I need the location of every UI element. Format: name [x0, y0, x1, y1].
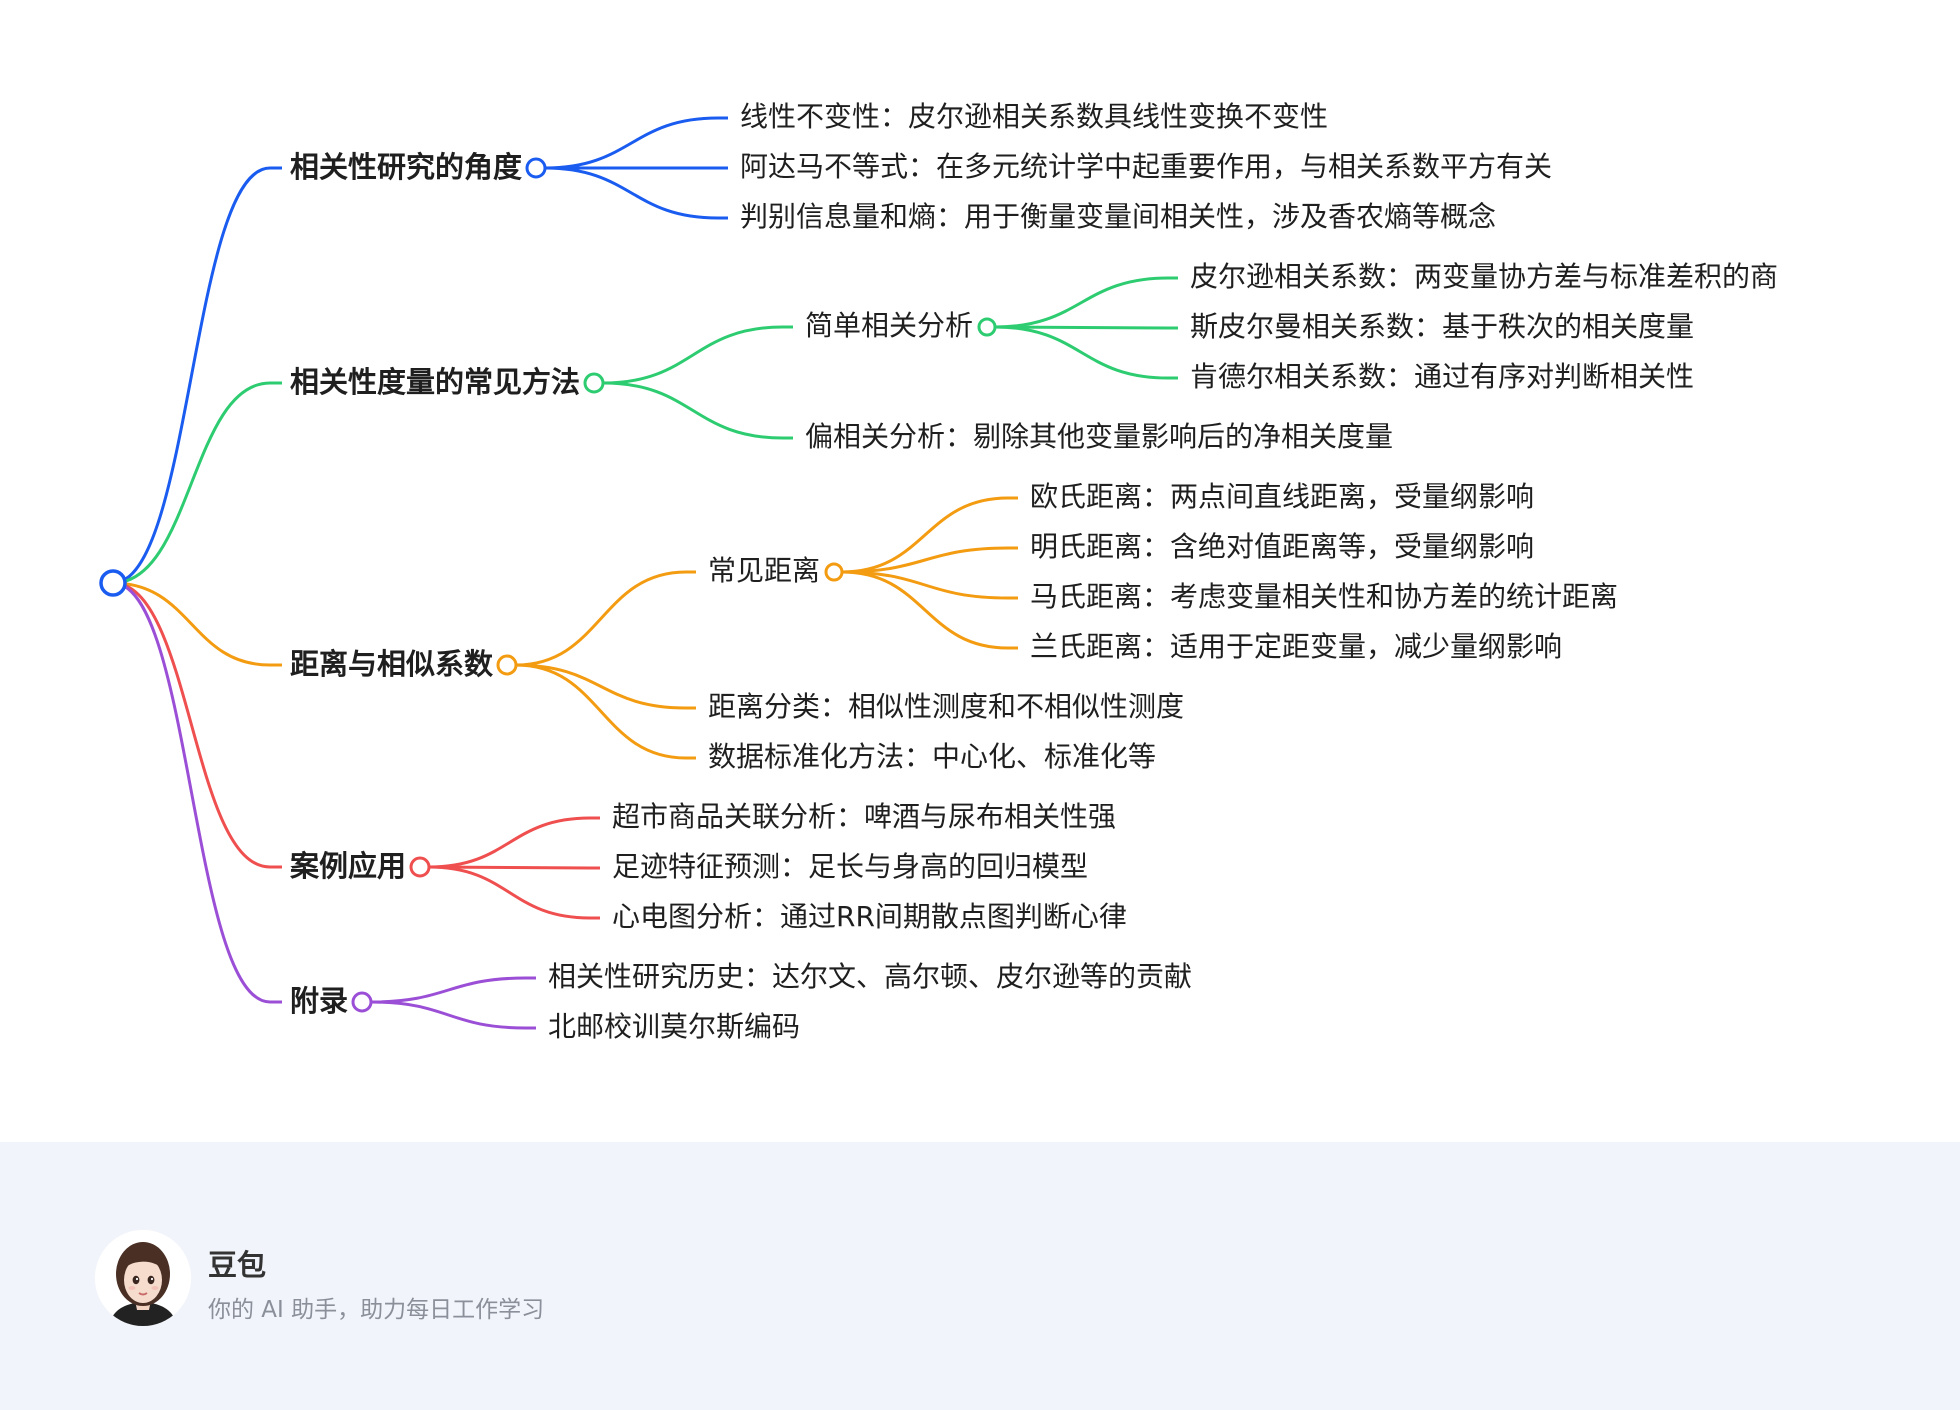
- edge-branch-child: [544, 166, 719, 220]
- topic-label: 超市商品关联分析：啤酒与尿布相关性强: [612, 800, 1117, 833]
- edge-root-branch: [112, 581, 271, 1004]
- branch-collapse-toggle[interactable]: [525, 157, 547, 179]
- branch-label: 距离与相似系数: [290, 647, 494, 681]
- edge-topic-subtopic: [841, 570, 1009, 600]
- subtopic-label: 马氏距离：考虑变量相关性和协方差的统计距离: [1030, 580, 1619, 613]
- edge-root-branch: [112, 166, 271, 585]
- topic-label: 常见距离: [708, 554, 821, 587]
- edge-topic-subtopic: [841, 496, 1009, 574]
- edge-root-branch: [112, 381, 271, 585]
- branch-label: 相关性度量的常见方法: [290, 365, 581, 399]
- edge-branch-child: [515, 663, 687, 760]
- subtopic-label: 欧氏距离：两点间直线距离，受量纲影响: [1030, 480, 1535, 513]
- edge-branch-child: [515, 663, 687, 710]
- topic-label: 心电图分析：通过RR间期散点图判断心律: [612, 900, 1127, 933]
- edge-branch-child: [370, 1000, 527, 1030]
- brand-name: 豆包: [208, 1248, 267, 1282]
- topic-label: 北邮校训莫尔斯编码: [548, 1010, 801, 1043]
- avatar: [95, 1230, 191, 1326]
- subtopic-label: 斯皮尔曼相关系数：基于秩次的相关度量: [1190, 310, 1695, 343]
- edge-branch-child: [428, 816, 591, 869]
- subtopic-label: 兰氏距离：适用于定距变量，减少量纲影响: [1030, 630, 1563, 663]
- topic-label: 阿达马不等式：在多元统计学中起重要作用，与相关系数平方有关: [740, 150, 1553, 183]
- edge-branch-child: [428, 865, 591, 920]
- topic-label: 简单相关分析: [805, 309, 974, 342]
- edge-root-branch: [112, 581, 271, 869]
- topic-label: 相关性研究历史：达尔文、高尔顿、皮尔逊等的贡献: [548, 960, 1193, 993]
- root-node[interactable]: [99, 569, 127, 597]
- branch-collapse-toggle[interactable]: [409, 856, 431, 878]
- topic-label: 线性不变性：皮尔逊相关系数具线性变换不变性: [740, 100, 1329, 133]
- edge-topic-subtopic: [841, 570, 1009, 650]
- edge-branch-child: [544, 116, 719, 170]
- topic-label: 偏相关分析：剔除其他变量影响后的净相关度量: [805, 420, 1394, 453]
- branch-label: 相关性研究的角度: [290, 150, 523, 184]
- branch-collapse-toggle[interactable]: [351, 991, 373, 1013]
- edge-root-branch: [112, 581, 271, 667]
- footer: 豆包 你的 AI 助手，助力每日工作学习: [0, 1142, 1960, 1410]
- topic-collapse-toggle[interactable]: [824, 562, 844, 582]
- topic-label: 判别信息量和熵：用于衡量变量间相关性，涉及香农熵等概念: [740, 200, 1497, 233]
- mindmap: 相关性研究的角度 线性不变性：皮尔逊相关系数具线性变换不变性阿达马不等式：在多元统…: [99, 100, 1779, 1043]
- edge-topic-subtopic: [995, 325, 1169, 330]
- branch-collapse-toggle[interactable]: [496, 654, 518, 676]
- edge-topic-subtopic: [995, 325, 1169, 380]
- edge-branch-child: [602, 325, 784, 385]
- branch-collapse-toggle[interactable]: [583, 372, 605, 394]
- branch-label: 案例应用: [290, 849, 407, 883]
- topic-label: 距离分类：相似性测度和不相似性测度: [708, 690, 1185, 723]
- topic-label: 数据标准化方法：中心化、标准化等: [708, 740, 1157, 773]
- mindmap-edges: [99, 116, 1178, 1030]
- topic-label: 足迹特征预测：足长与身高的回归模型: [612, 850, 1089, 883]
- edge-branch-child: [428, 865, 591, 870]
- edge-branch-child: [515, 570, 687, 667]
- branch-label: 附录: [290, 984, 349, 1018]
- edge-topic-subtopic: [841, 546, 1009, 574]
- brand-tagline: 你的 AI 助手，助力每日工作学习: [208, 1297, 545, 1323]
- edge-branch-child: [370, 976, 527, 1004]
- edge-topic-subtopic: [995, 276, 1169, 329]
- subtopic-label: 皮尔逊相关系数：两变量协方差与标准差积的商: [1190, 260, 1779, 293]
- topic-collapse-toggle[interactable]: [977, 317, 997, 337]
- avatar-girl-icon: [95, 1230, 191, 1326]
- subtopic-label: 明氏距离：含绝对值距离等，受量纲影响: [1030, 530, 1535, 563]
- edge-branch-child: [602, 381, 784, 440]
- subtopic-label: 肯德尔相关系数：通过有序对判断相关性: [1190, 360, 1695, 393]
